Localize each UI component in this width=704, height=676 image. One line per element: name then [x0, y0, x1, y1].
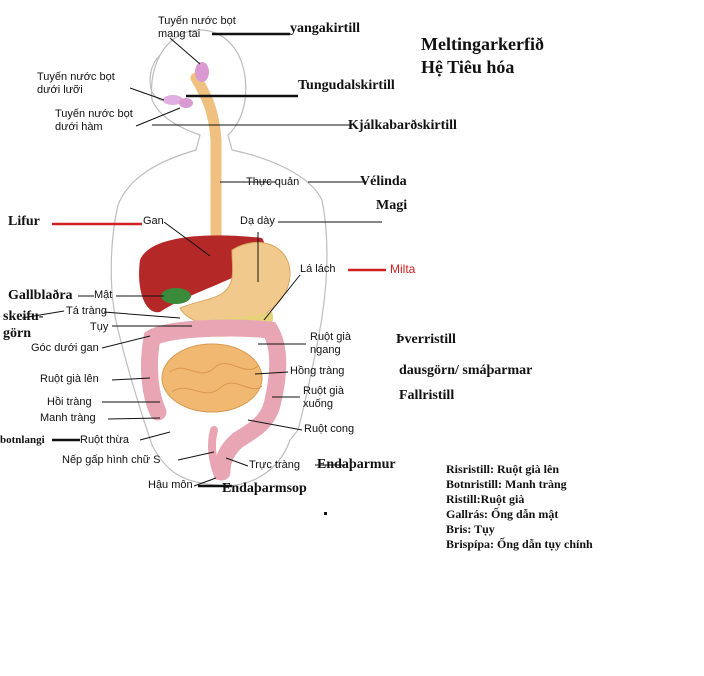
label-anus: Hậu môn	[148, 479, 193, 491]
glossary-item: Bris: Tụy	[446, 522, 495, 536]
label-spleen: Lá lách	[300, 263, 336, 275]
label-is-submandibular: Kjálkabarðskirtill	[348, 118, 457, 133]
label-liver: Gan	[143, 215, 164, 227]
glossary-item: Ristill:Ruột già	[446, 492, 525, 506]
sublingual-gland	[163, 95, 183, 105]
label-esophagus: Thực quản	[246, 176, 300, 188]
label-duodenum: Tá tràng	[66, 305, 107, 317]
glossary-item: Gallrás: Ống dẫn mật	[446, 507, 559, 521]
submandibular-gland	[179, 98, 193, 108]
label-is-esophagus: Vélinda	[360, 174, 407, 189]
label-ascending-colon: Ruột già lên	[40, 373, 99, 385]
label-stomach: Dạ dày	[240, 215, 275, 227]
label-is-gallbladder: Gallblaðra	[8, 288, 73, 303]
label-descending-colon: Ruột già xuống	[303, 385, 344, 410]
label-hepatic-flexure: Góc dưới gan	[31, 342, 99, 354]
glossary: Risristill: Ruột già lên Botnristill: Ma…	[446, 462, 593, 552]
label-pancreas: Tụy	[90, 321, 109, 333]
label-is-transverse-colon: Þverristill	[396, 332, 456, 347]
label-parotid-gland: Tuyến nước bọt mang tai	[158, 15, 236, 40]
label-is-sublingual: Tungudalskirtill	[298, 78, 395, 93]
label-appendix: Ruột thừa	[80, 434, 129, 446]
label-sublingual-gland: Tuyến nước bọt dưới lưỡi	[37, 71, 115, 96]
label-is-spleen: Milta	[390, 262, 416, 276]
label-is-duodenum-2: görn	[3, 326, 31, 341]
large-intestine	[141, 319, 287, 481]
small-intestine	[161, 343, 263, 413]
label-is-rectum: Endaþarmur	[317, 457, 396, 472]
label-submandibular-gland: Tuyến nước bọt dưới hàm	[55, 108, 133, 133]
label-is-parotid: yangakirtill	[290, 21, 361, 36]
label-is-duodenum-1: skeifu-	[3, 309, 44, 324]
glossary-item: Brispípa: Ống dẫn tụy chính	[446, 537, 593, 551]
glossary-item: Botnristill: Manh tràng	[446, 477, 567, 491]
label-is-appendix: botnlangi	[0, 434, 45, 446]
label-is-descending-colon: Fallristill	[399, 388, 455, 403]
title-vietnamese: Hệ Tiêu hóa	[421, 57, 515, 77]
label-gallbladder: Mật	[94, 289, 113, 301]
leader-lines	[101, 37, 306, 487]
label-transverse-colon: Ruột già ngang	[310, 331, 351, 356]
title-icelandic: Meltingarkerfið	[421, 34, 544, 54]
label-ileum: Hồi tràng	[47, 396, 92, 408]
label-cecum: Manh tràng	[40, 412, 96, 424]
label-rectum: Trực tràng	[249, 459, 300, 471]
label-jejunum: Hồng tràng	[290, 365, 345, 377]
label-is-stomach: Magi	[376, 198, 408, 213]
label-is-liver: Lifur	[8, 214, 40, 229]
label-sigmoid-fold: Nếp gấp hình chữ S	[62, 454, 161, 466]
glossary-item: Risristill: Ruột già lên	[446, 462, 559, 476]
icelandic-markers	[21, 32, 386, 515]
parotid-gland	[195, 62, 209, 82]
gallbladder	[161, 288, 191, 304]
label-sigmoid-colon: Ruột cong	[304, 423, 355, 435]
label-is-small-intestine: dausgörn/ smáþarmar	[399, 363, 533, 378]
label-is-anus: Endaþarmsop	[222, 481, 307, 496]
